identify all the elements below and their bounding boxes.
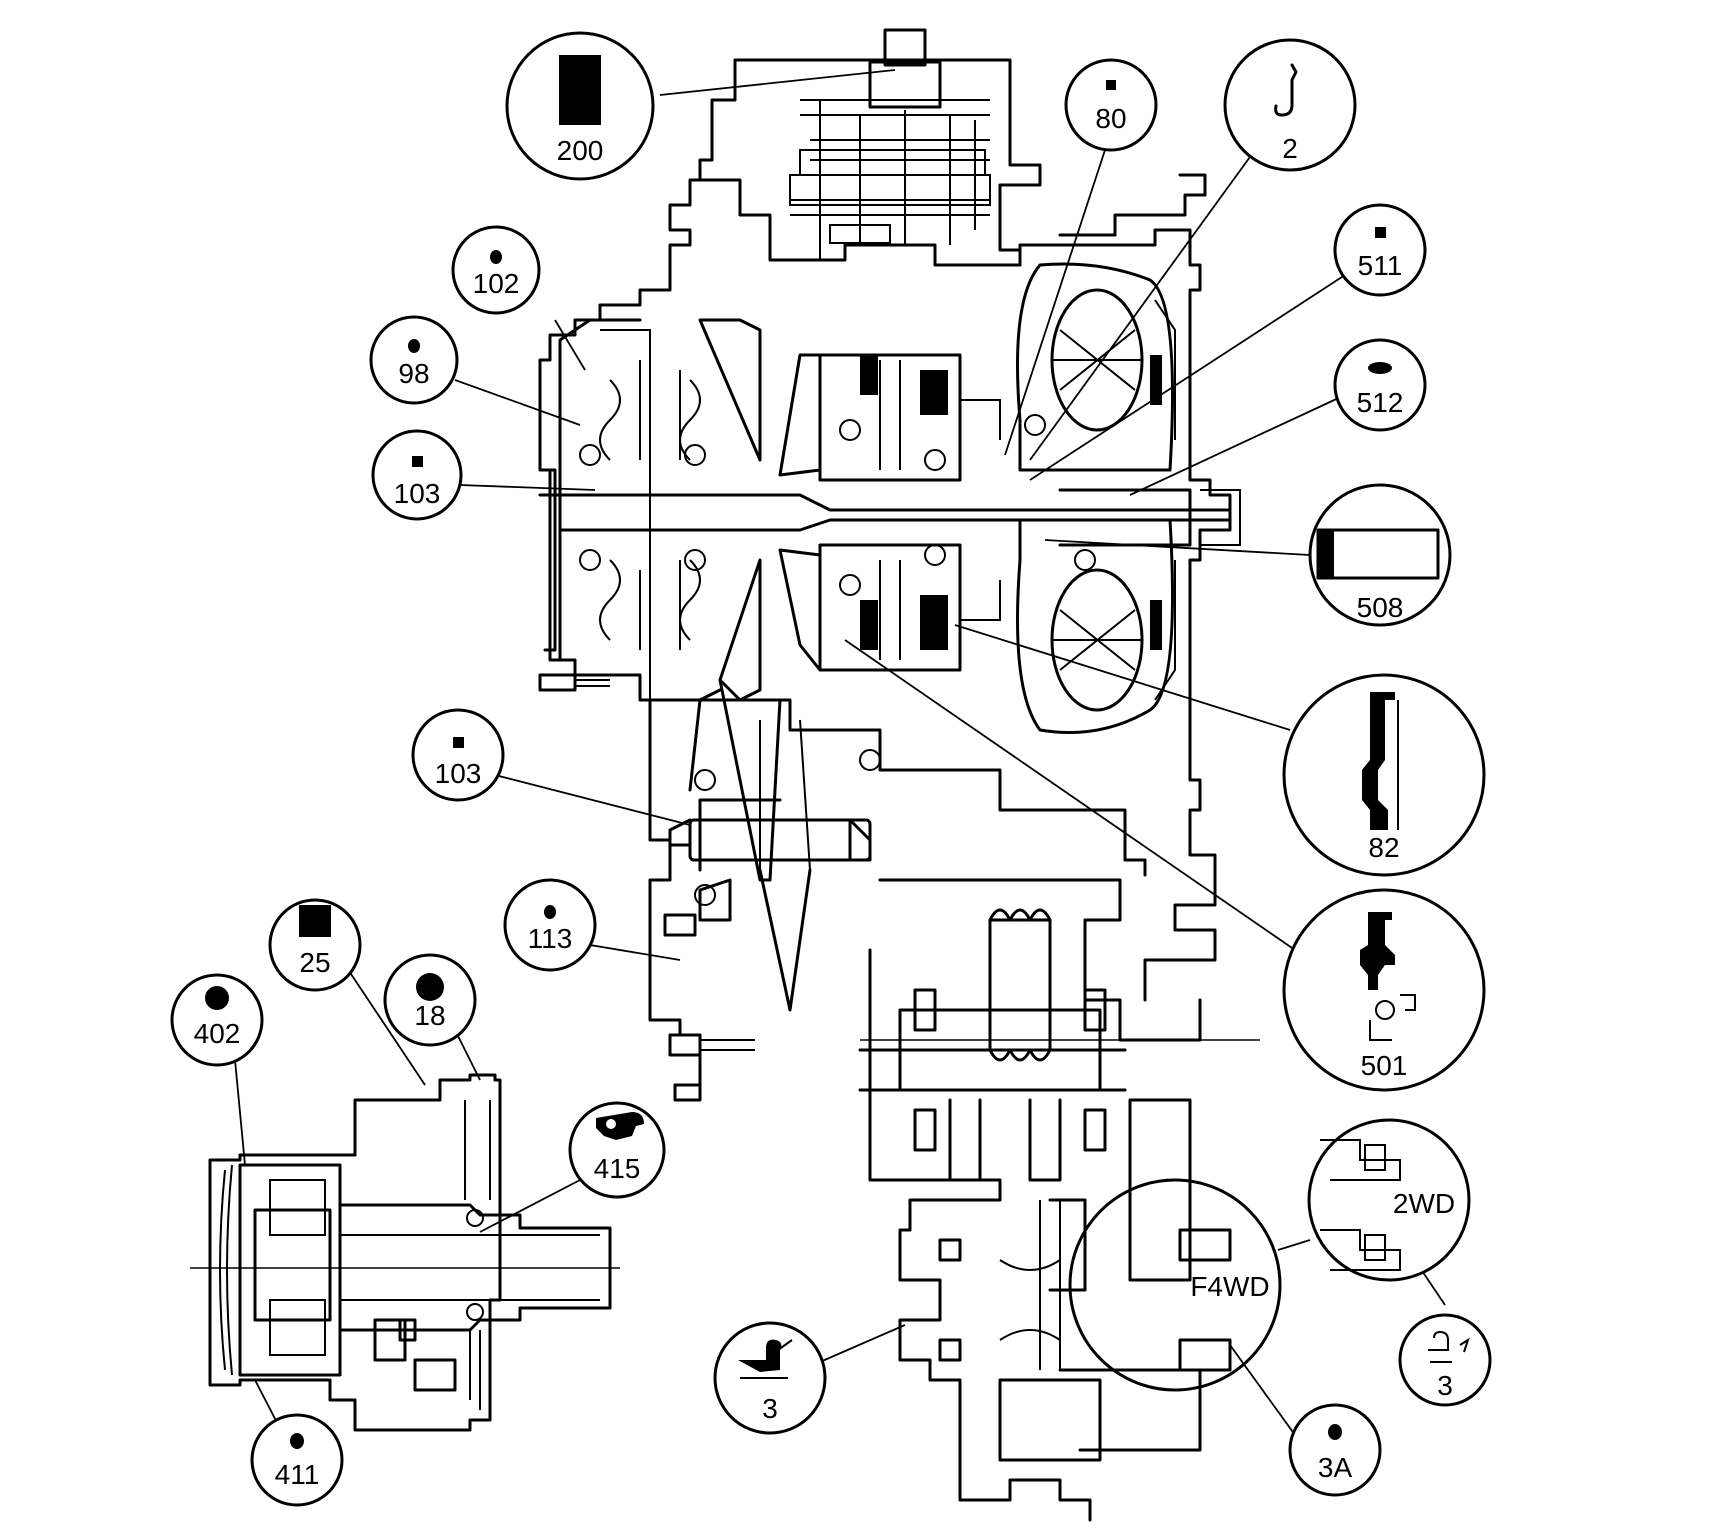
f4wd-detail: F4WD — [1068, 1178, 1311, 1392]
callout-18: 18 — [383, 953, 477, 1047]
transfer-case-assembly — [190, 1073, 620, 1432]
svg-text:25: 25 — [299, 947, 330, 978]
callout-80: 80 — [1064, 58, 1158, 152]
main-transmission-housing — [538, 28, 1260, 1522]
svg-text:508: 508 — [1357, 592, 1404, 623]
callout-3a: 3A — [1288, 1403, 1382, 1497]
svg-text:200: 200 — [557, 135, 604, 166]
svg-text:2: 2 — [1282, 133, 1298, 164]
callout-3: 3 — [713, 1321, 827, 1435]
svg-text:103: 103 — [394, 478, 441, 509]
callout-82: 82 — [1282, 673, 1486, 877]
svg-text:98: 98 — [398, 358, 429, 389]
callout-501: 501 — [1282, 888, 1486, 1092]
f4wd-label: F4WD — [1190, 1271, 1269, 1302]
svg-text:511: 511 — [1358, 250, 1403, 281]
svg-text:113: 113 — [528, 923, 573, 954]
callout-512: 512 — [1333, 338, 1427, 432]
svg-text:80: 80 — [1095, 103, 1126, 134]
callout-402: 402 — [170, 973, 264, 1067]
bolts — [538, 673, 755, 1057]
twowd-detail: 2WD — [1307, 1118, 1471, 1282]
svg-text:102: 102 — [473, 268, 520, 299]
callout-113: 113 — [503, 878, 597, 972]
svg-text:3A: 3A — [1318, 1452, 1353, 1483]
callout-102: 102 — [451, 225, 541, 315]
svg-text:501: 501 — [1361, 1050, 1408, 1081]
callout-508: 508 — [1308, 483, 1452, 627]
svg-text:402: 402 — [194, 1018, 241, 1049]
callout-511: 511 — [1333, 203, 1427, 297]
svg-text:18: 18 — [414, 1000, 445, 1031]
svg-text:103: 103 — [435, 758, 482, 789]
svg-text:3: 3 — [762, 1393, 778, 1424]
svg-text:512: 512 — [1357, 387, 1404, 418]
callout-98: 98 — [369, 315, 459, 405]
callout-103-lower: 103 — [411, 708, 505, 802]
svg-text:411: 411 — [275, 1459, 320, 1490]
svg-text:3: 3 — [1437, 1370, 1453, 1401]
callout-103-upper: 103 — [371, 429, 463, 521]
callout-411: 411 — [250, 1413, 344, 1507]
leader-lines — [234, 69, 1446, 1439]
callout-2: 2 — [1223, 38, 1357, 172]
callout-3-twowd: 3 — [1398, 1313, 1492, 1407]
callout-415: 415 — [568, 1101, 666, 1199]
callout-25: 25 — [268, 898, 362, 992]
svg-text:82: 82 — [1368, 832, 1399, 863]
twowd-label: 2WD — [1393, 1188, 1455, 1219]
callout-200: 200 — [505, 31, 655, 181]
svg-text:415: 415 — [594, 1153, 641, 1184]
